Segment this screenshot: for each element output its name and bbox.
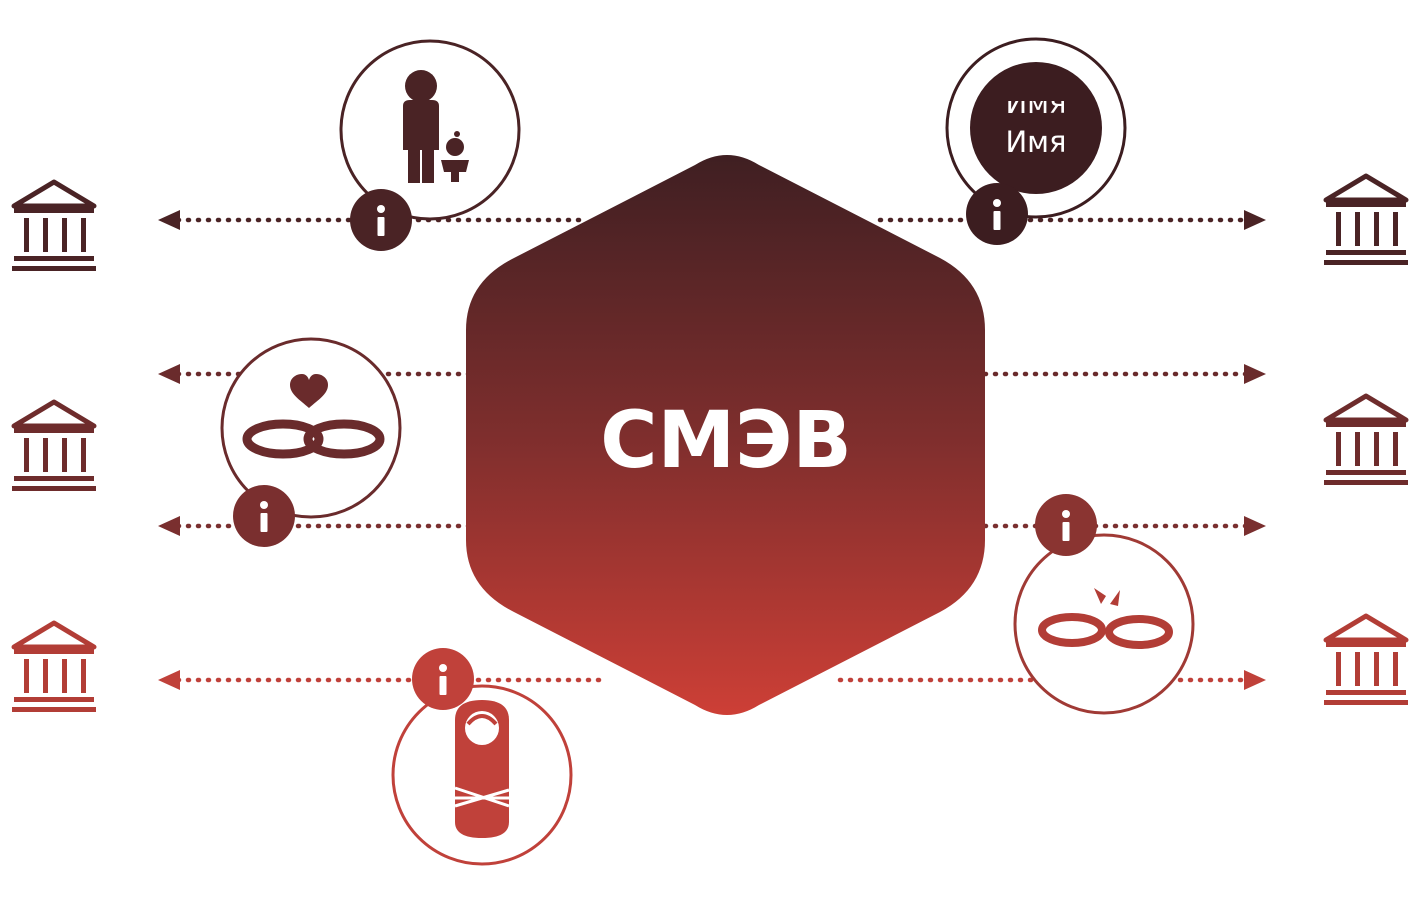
arrow-left-icon xyxy=(158,364,180,384)
arrow-left-icon xyxy=(158,516,180,536)
broken-rings-icon xyxy=(1038,588,1173,649)
connection-line-left-4 xyxy=(158,670,603,690)
parent-with-child-icon xyxy=(403,70,469,183)
info-icon xyxy=(350,189,412,251)
info-icon xyxy=(233,485,295,547)
arrow-right-icon xyxy=(1244,516,1266,536)
hub-label: СМЭВ xyxy=(600,396,852,486)
arrow-right-icon xyxy=(1244,364,1266,384)
event-wedding xyxy=(220,337,402,519)
connection-line-right-3 xyxy=(982,516,1266,536)
connection-line-right-1 xyxy=(877,210,1266,230)
institution-building-icon xyxy=(12,402,96,491)
smev-hub: СМЭВ xyxy=(466,155,985,715)
arrow-left-icon xyxy=(158,670,180,690)
arrow-right-icon xyxy=(1244,670,1266,690)
info-icon xyxy=(412,648,474,710)
institution-building-icon xyxy=(12,623,96,712)
name-old-text: Имя xyxy=(1005,86,1066,120)
name-change-icon xyxy=(970,62,1102,194)
event-newborn xyxy=(391,684,573,866)
institution-building-icon xyxy=(12,182,96,271)
name-new-text: Имя xyxy=(1005,125,1066,159)
info-icon xyxy=(1035,494,1097,556)
arrow-right-icon xyxy=(1244,210,1266,230)
wedding-rings-heart-icon xyxy=(242,374,385,459)
institution-building-icon xyxy=(1324,616,1408,705)
institution-building-icon xyxy=(1324,396,1408,485)
event-divorce xyxy=(1013,533,1195,715)
swaddled-baby-icon xyxy=(454,700,510,838)
connection-line-left-3 xyxy=(158,516,473,536)
event-name-change: Имя Имя xyxy=(945,37,1127,219)
info-icon xyxy=(966,183,1028,245)
connection-line-left-2 xyxy=(158,364,473,384)
institution-building-icon xyxy=(1324,176,1408,265)
event-parent-child xyxy=(339,39,521,221)
connection-line-right-2 xyxy=(982,364,1266,384)
arrow-left-icon xyxy=(158,210,180,230)
